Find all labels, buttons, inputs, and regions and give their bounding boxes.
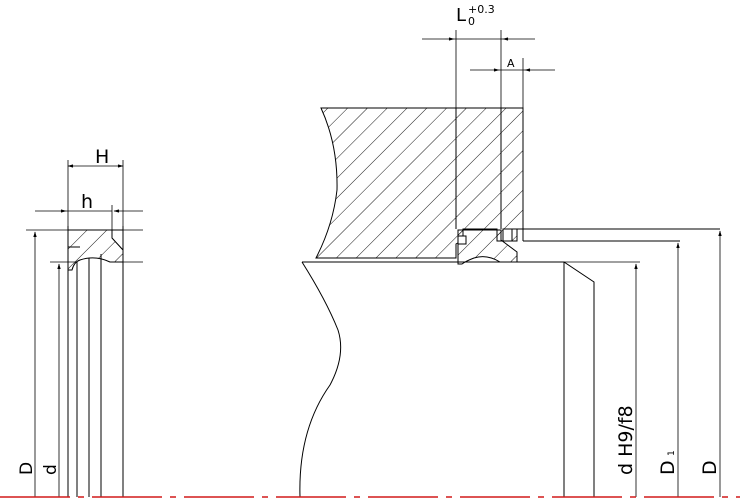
dim-label-D1: D <box>657 460 679 475</box>
dim-label-D1-subscript: 1 <box>667 450 677 456</box>
installation-view <box>299 30 722 498</box>
dim-label-d-fit: d H9/f8 <box>615 405 637 475</box>
seal-profile-installed <box>457 229 518 265</box>
dim-label-L0-tolerance: +0.3 <box>468 3 495 16</box>
dim-label-H: H <box>95 146 109 168</box>
dim-label-D-right: D <box>699 460 721 475</box>
dim-label-h: h <box>81 191 93 213</box>
seal-profile-left <box>67 229 124 271</box>
dim-label-L0-subscript: 0 <box>468 15 475 28</box>
dim-label-D-left: D <box>17 462 37 475</box>
dim-label-d-left: d <box>41 464 61 475</box>
dim-label-L0: L <box>456 5 466 26</box>
seal-side-view <box>26 160 143 497</box>
dim-label-A: A <box>507 57 515 70</box>
